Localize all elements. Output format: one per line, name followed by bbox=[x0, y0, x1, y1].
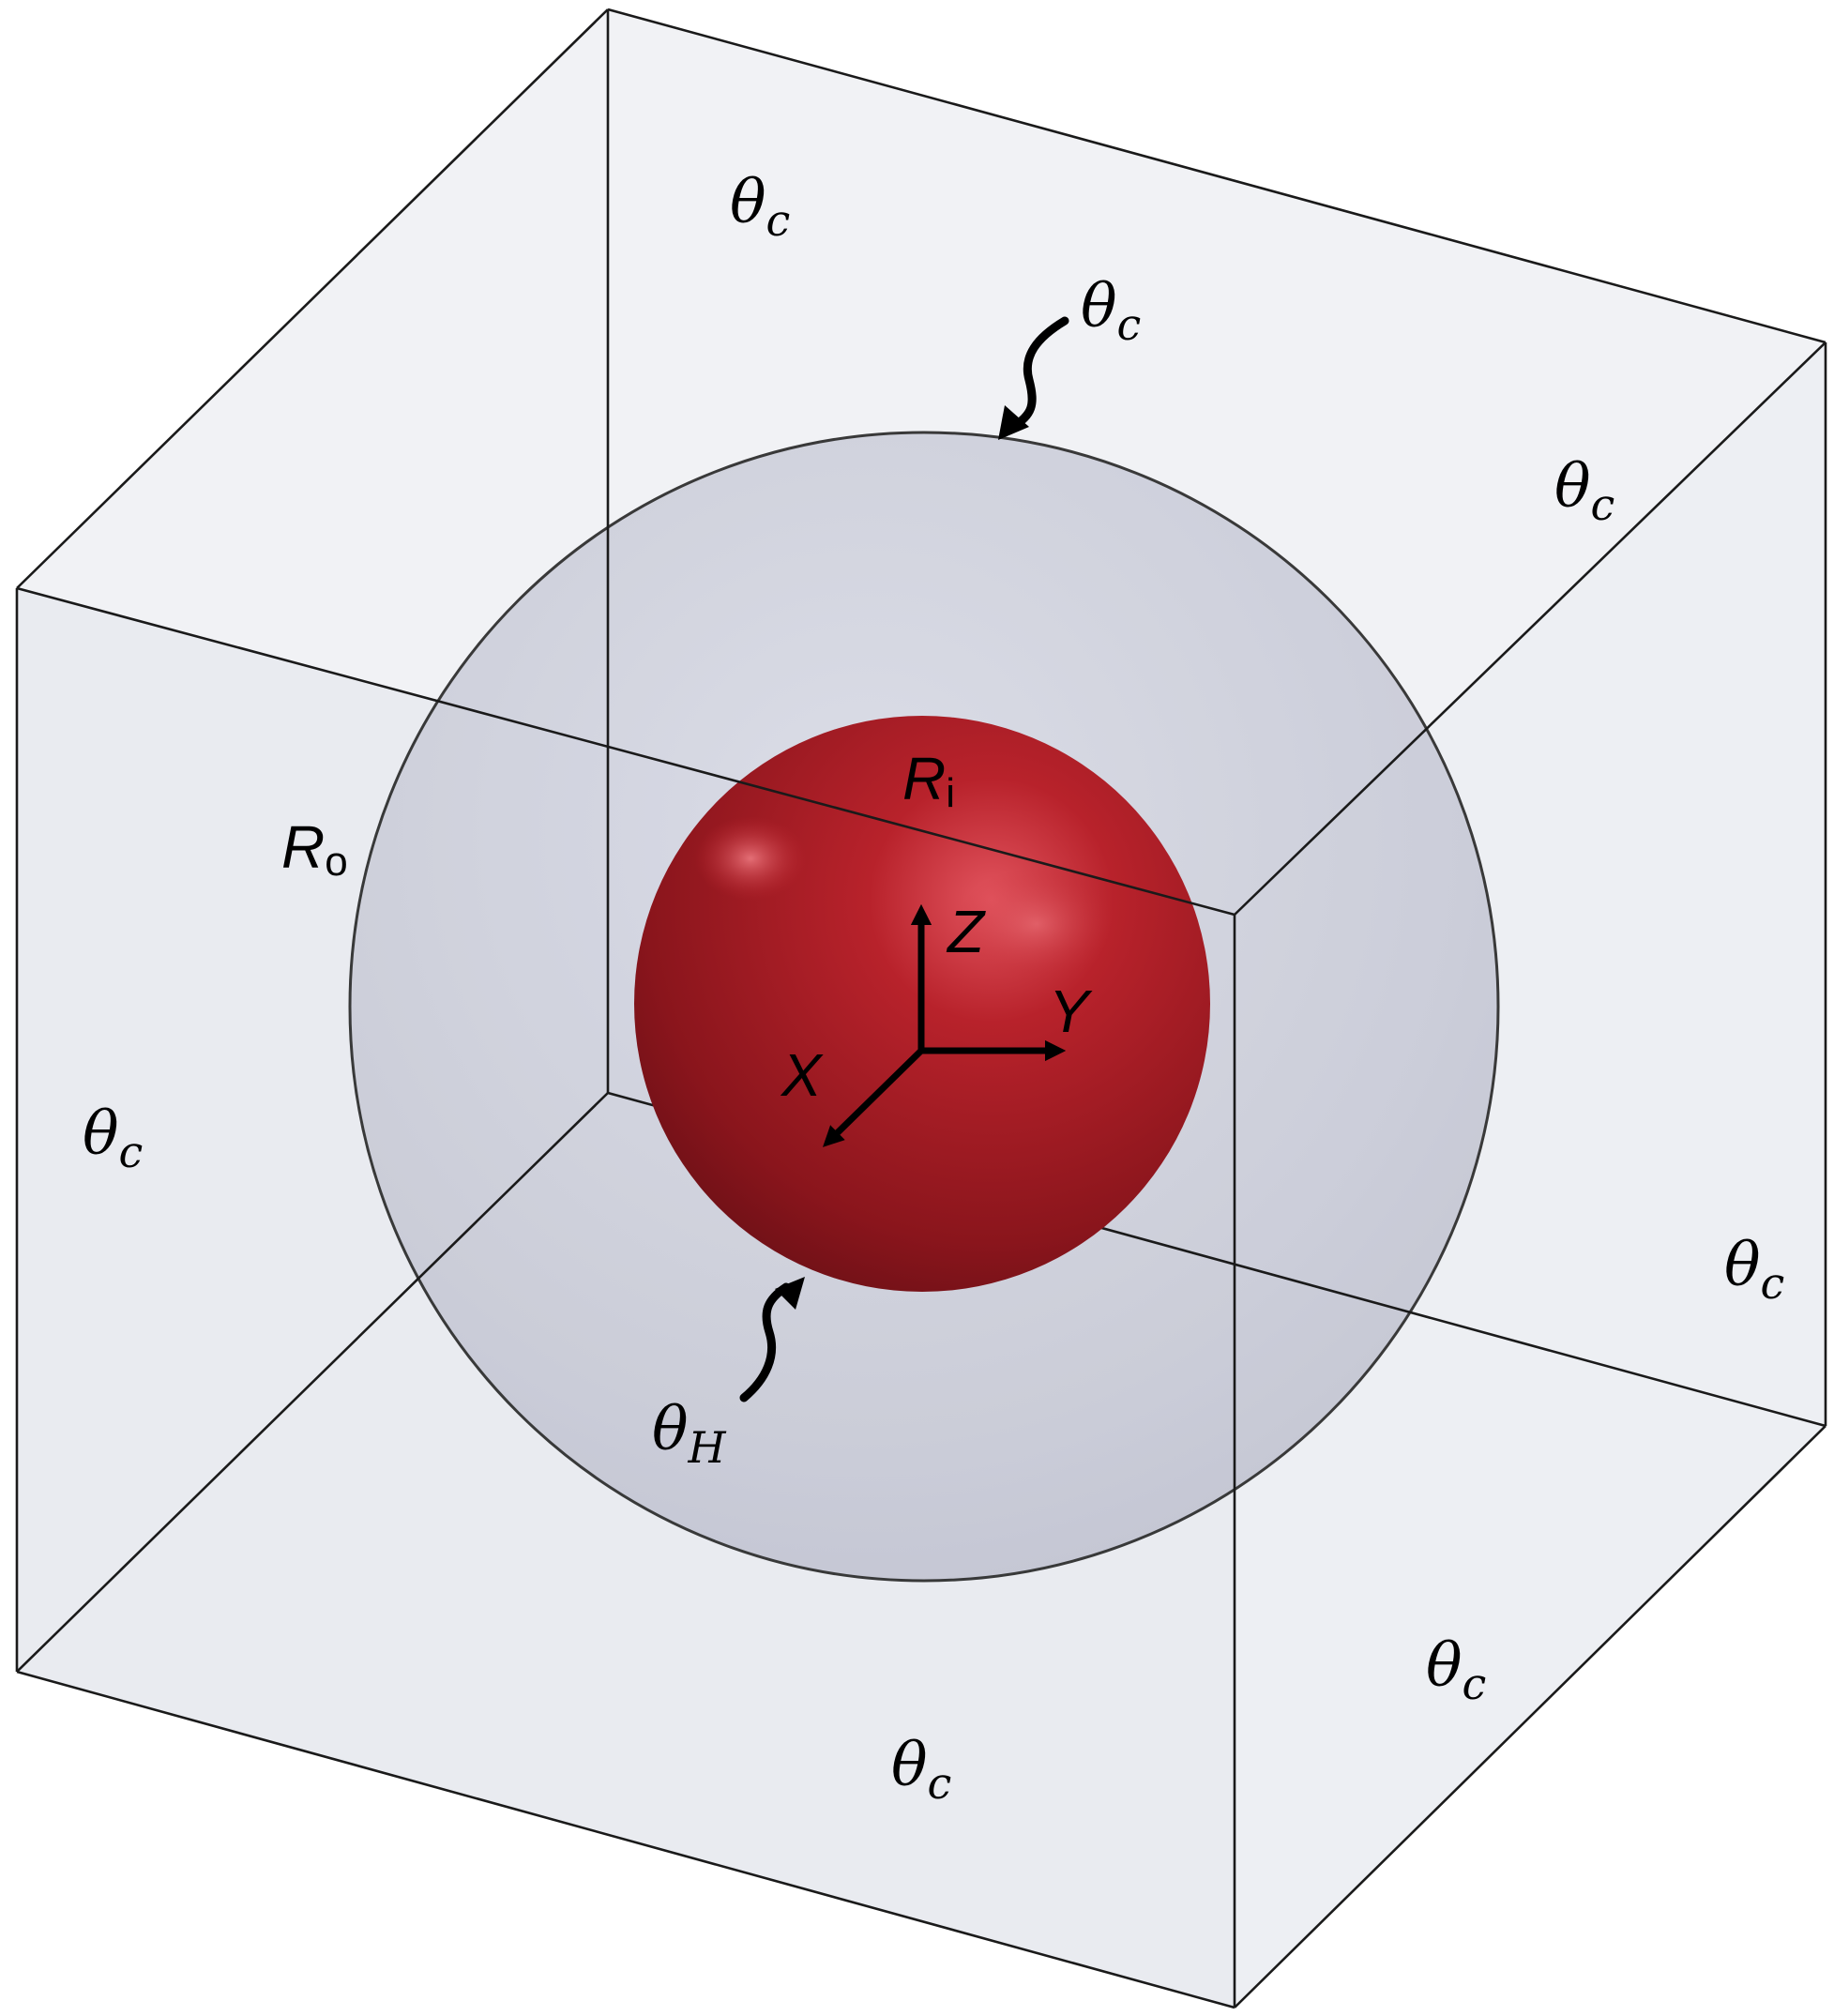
label-theta-c-outer-boundary: θc bbox=[1081, 272, 1141, 350]
label-theta-c-bottom-face: θc bbox=[891, 1731, 951, 1809]
label-theta-c-right-face: θc bbox=[1724, 1231, 1784, 1309]
label-axis-z: Z bbox=[946, 898, 986, 965]
arrow-inner-boundary bbox=[739, 1277, 805, 1402]
label-theta-c-top-face: θc bbox=[730, 168, 790, 246]
label-axis-y: Y bbox=[1049, 978, 1093, 1045]
cube-front-edges bbox=[15, 8, 1827, 2009]
x-axis-arrow bbox=[822, 1048, 924, 1147]
label-axis-x: X bbox=[780, 1041, 824, 1109]
arrow-outer-boundary bbox=[998, 316, 1069, 440]
label-theta-h-inner-boundary: θH bbox=[652, 1395, 727, 1473]
coordinate-axes bbox=[822, 903, 1067, 1147]
cube-right-face bbox=[1235, 342, 1826, 2008]
label-r-outer: Ro bbox=[281, 813, 348, 885]
label-theta-c-left-face: θc bbox=[83, 1099, 143, 1177]
label-theta-c-bottom-right: θc bbox=[1426, 1631, 1486, 1709]
label-r-inner: Ri bbox=[902, 745, 955, 816]
label-theta-c-top-right: θc bbox=[1554, 452, 1614, 530]
labels: θc θc θc θc θc θc θc θH Ro Ri Z Y X bbox=[83, 168, 1784, 1809]
